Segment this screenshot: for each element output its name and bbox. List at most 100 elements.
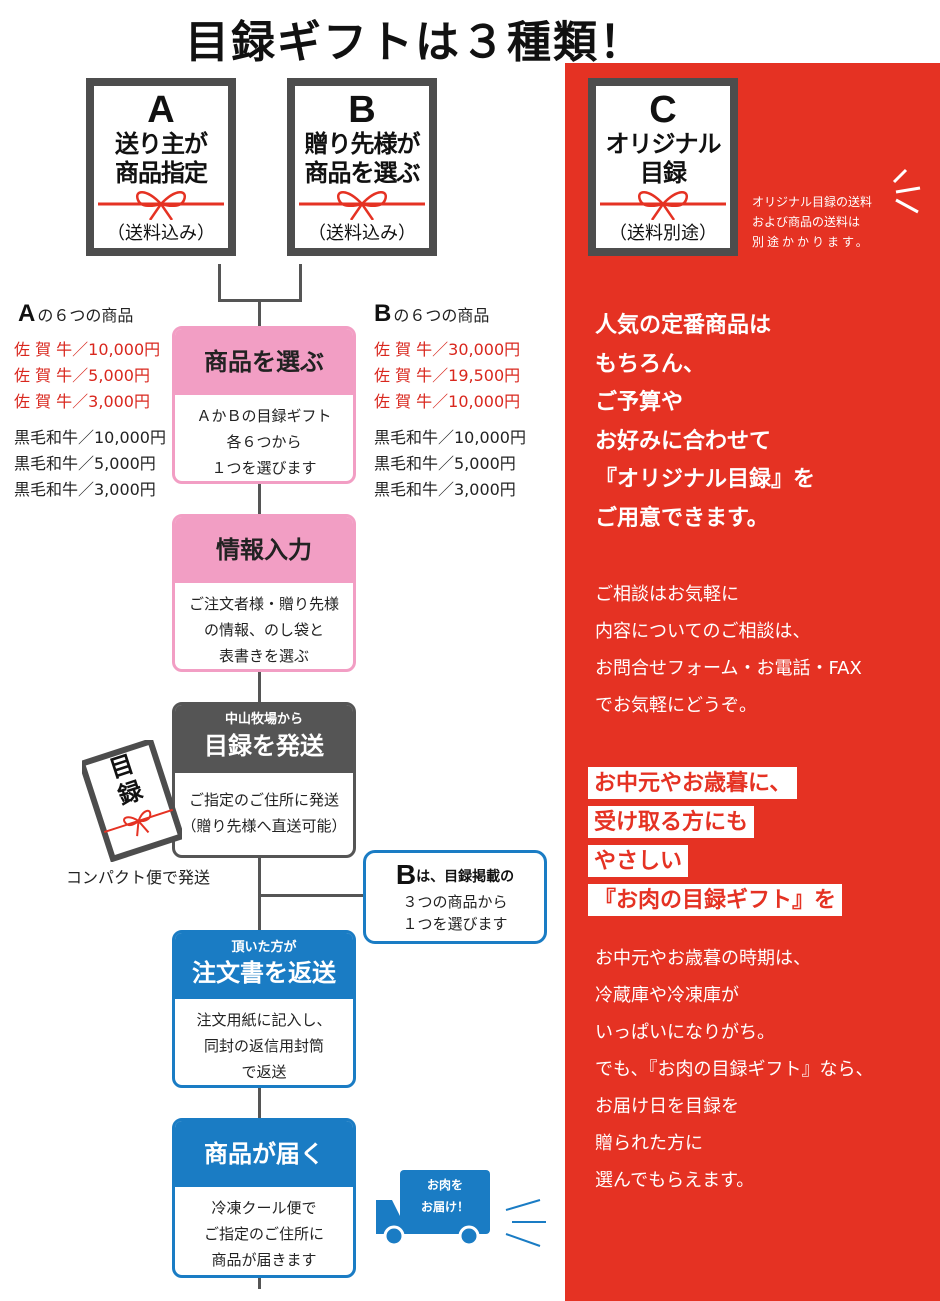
step-body-line: １つを選びます bbox=[211, 459, 317, 477]
b-note-line1: Bは、目録掲載の bbox=[366, 859, 544, 891]
note-line: および商品の送料は bbox=[752, 215, 861, 229]
gift-benefit-text: お中元やお歳暮の時期は、 冷蔵庫や冷凍庫が いっぱいになりがち。 でも、『お肉の… bbox=[595, 940, 873, 1199]
list-item: 佐 賀 牛／3,000円 bbox=[14, 392, 150, 411]
list-heading-text: の６つの商品 bbox=[37, 306, 134, 325]
text-line: お中元やお歳暮の時期は、 bbox=[595, 948, 811, 969]
ribbon-icon bbox=[600, 191, 726, 220]
step-title: 商品が届く bbox=[175, 1121, 353, 1187]
text-line: ご用意できます。 bbox=[595, 504, 769, 531]
step-title: 商品を選ぶ bbox=[175, 329, 353, 395]
list-item: 佐 賀 牛／5,000円 bbox=[14, 366, 150, 385]
step-body-line: 表書きを選ぶ bbox=[218, 647, 309, 665]
ribbon-icon bbox=[98, 191, 224, 220]
catalog-booklet-icon bbox=[82, 740, 182, 862]
list-item: 佐 賀 牛／10,000円 bbox=[14, 340, 161, 359]
note-line: 別途かかります。 bbox=[752, 235, 871, 249]
text-line: お届け日を目録を bbox=[595, 1096, 739, 1117]
list-item: 黒毛和牛／5,000円 bbox=[14, 454, 156, 473]
step-body-line: 各６つから bbox=[226, 433, 302, 451]
text-line: お好みに合わせて bbox=[595, 427, 772, 454]
text-line: 内容についてのご相談は、 bbox=[595, 621, 811, 642]
b-choice-note: Bは、目録掲載の ３つの商品から １つを選びます bbox=[363, 850, 547, 944]
text-line: でも、『お肉の目録ギフト』なら、 bbox=[595, 1059, 874, 1080]
step-ship-catalog: 中山牧場から 目録を発送 ご指定のご住所に発送 （贈り先様へ直送可能） bbox=[172, 702, 356, 858]
highlight-line: 『お肉の目録ギフト』を bbox=[588, 884, 843, 916]
card-line1: 贈り先様が bbox=[304, 130, 421, 158]
card-line2: 目録 bbox=[640, 159, 687, 187]
step-header: 頂いた方が 注文書を返送 bbox=[175, 933, 353, 999]
connector-line bbox=[299, 264, 302, 302]
step-body: ご指定のご住所に発送 （贈り先様へ直送可能） bbox=[175, 773, 353, 839]
step-body-line: ご指定のご住所に bbox=[203, 1225, 324, 1243]
step-body-line: で返送 bbox=[241, 1063, 287, 1081]
card-line2: 商品を選ぶ bbox=[304, 159, 421, 187]
list-letter: A bbox=[18, 300, 36, 327]
list-letter: B bbox=[374, 300, 392, 327]
list-heading-text: の６つの商品 bbox=[393, 306, 490, 325]
product-list-a: 佐 賀 牛／10,000円 佐 賀 牛／5,000円 佐 賀 牛／3,000円 … bbox=[14, 337, 166, 503]
page-title: 目録ギフトは３種類！ bbox=[185, 17, 645, 68]
step-body: ご注文者様・贈り先様 の情報、のし袋と 表書きを選ぶ bbox=[175, 583, 353, 669]
c-shipping-note: オリジナル目録の送料 および商品の送料は 別途かかります。 bbox=[752, 192, 872, 252]
text-line: ご相談はお気軽に bbox=[595, 584, 739, 605]
delivery-truck-icon bbox=[376, 1170, 546, 1247]
step-deliver: 商品が届く 冷凍クール便で ご指定のご住所に 商品が届きます bbox=[172, 1118, 356, 1278]
step-body-line: 冷凍クール便で bbox=[211, 1199, 317, 1217]
card-line1: オリジナル bbox=[605, 130, 722, 158]
truck-label-line: お肉を bbox=[426, 1178, 463, 1192]
b-note-line3: １つを選びます bbox=[402, 915, 508, 933]
text-line: 冷蔵庫や冷凍庫が bbox=[595, 985, 739, 1006]
text-line: ご予算や bbox=[595, 389, 684, 415]
step-body-line: ご指定のご住所に発送 bbox=[188, 791, 339, 809]
list-item: 黒毛和牛／10,000円 bbox=[14, 428, 166, 447]
connector-line bbox=[258, 894, 364, 897]
text-line: 贈られた方に bbox=[595, 1133, 703, 1154]
b-note-line2: ３つの商品から bbox=[402, 893, 508, 911]
list-item: 佐 賀 牛／19,500円 bbox=[374, 366, 521, 385]
consultation-text: ご相談はお気軽に 内容についてのご相談は、 お問合せフォーム・お電話・FAX で… bbox=[595, 576, 862, 724]
product-list-b: 佐 賀 牛／30,000円 佐 賀 牛／19,500円 佐 賀 牛／10,000… bbox=[374, 337, 526, 503]
list-item: 黒毛和牛／10,000円 bbox=[374, 428, 526, 447]
highlight-line: やさしい bbox=[588, 845, 689, 877]
step-body-line: ＡかＢの目録ギフト bbox=[196, 407, 332, 425]
step-info-input: 情報入力 ご注文者様・贈り先様 の情報、のし袋と 表書きを選ぶ bbox=[172, 514, 356, 672]
highlight-line: お中元やお歳暮に、 bbox=[588, 767, 798, 799]
step-subtitle: 頂いた方が bbox=[231, 940, 297, 955]
step-title: 目録を発送 bbox=[204, 732, 324, 760]
text-line: 選んでもらえます。 bbox=[595, 1170, 755, 1191]
sparkle-icon bbox=[892, 168, 921, 214]
list-item: 佐 賀 牛／10,000円 bbox=[374, 392, 521, 411]
step-body-line: 商品が届きます bbox=[211, 1251, 317, 1269]
truck-label-line: お届け！ bbox=[420, 1200, 469, 1214]
text-line: 『オリジナル目録』を bbox=[595, 466, 816, 492]
step-body-line: 同封の返信用封筒 bbox=[203, 1037, 324, 1055]
gift-card-c: C オリジナル 目録 （送料別途） bbox=[588, 78, 738, 256]
list-item: 黒毛和牛／5,000円 bbox=[374, 454, 516, 473]
text-line: もちろん、 bbox=[595, 350, 706, 377]
card-note: （送料込み） bbox=[107, 223, 215, 244]
b-note-text: は、目録掲載の bbox=[416, 869, 515, 885]
step-body-line: （贈り先様へ直送可能） bbox=[181, 817, 347, 835]
b-note-letter: B bbox=[395, 859, 417, 890]
card-note: （送料別途） bbox=[609, 223, 717, 244]
card-line2: 商品指定 bbox=[115, 159, 208, 187]
truck-label: お肉を お届け！ bbox=[400, 1174, 490, 1218]
list-item: 黒毛和牛／3,000円 bbox=[374, 480, 516, 499]
step-body-line: の情報、のし袋と bbox=[203, 621, 324, 639]
card-letter: A bbox=[147, 89, 175, 131]
step-body: ＡかＢの目録ギフト 各６つから １つを選びます bbox=[175, 395, 353, 481]
custom-catalog-intro: 人気の定番商品は もちろん、 ご予算や お好みに合わせて 『オリジナル目録』を … bbox=[595, 306, 815, 537]
step-subtitle: 中山牧場から bbox=[224, 712, 303, 727]
step-return-order: 頂いた方が 注文書を返送 注文用紙に記入し、 同封の返信用封筒 で返送 bbox=[172, 930, 356, 1088]
step-title: 注文書を返送 bbox=[192, 959, 336, 987]
card-note: （送料込み） bbox=[308, 223, 416, 244]
card-letter: C bbox=[649, 89, 677, 131]
step-body: 注文用紙に記入し、 同封の返信用封筒 で返送 bbox=[175, 999, 353, 1085]
list-item: 佐 賀 牛／30,000円 bbox=[374, 340, 521, 359]
ribbon-icon bbox=[299, 191, 425, 220]
step-body-line: 注文用紙に記入し、 bbox=[196, 1011, 332, 1029]
list-item: 黒毛和牛／3,000円 bbox=[14, 480, 156, 499]
note-line: オリジナル目録の送料 bbox=[752, 195, 873, 209]
